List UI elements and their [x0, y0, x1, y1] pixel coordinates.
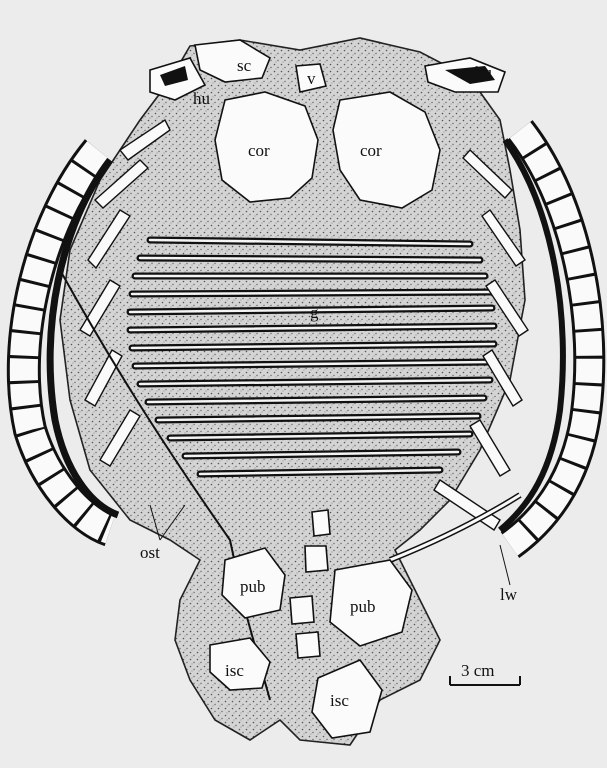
- label-ost: ost: [140, 543, 160, 562]
- label-isc-left: isc: [225, 661, 244, 680]
- label-lw: lw: [500, 585, 518, 604]
- label-hu-right: hu: [475, 63, 493, 82]
- label-cor-left: cor: [248, 141, 270, 160]
- scale-bar-label: 3 cm: [461, 661, 495, 680]
- label-sc: sc: [237, 56, 252, 75]
- label-hu-left: hu: [193, 89, 211, 108]
- label-g: g: [310, 303, 319, 322]
- label-pub-right: pub: [350, 597, 376, 616]
- label-v: v: [307, 69, 316, 88]
- label-cor-right: cor: [360, 141, 382, 160]
- label-pub-left: pub: [240, 577, 266, 596]
- label-isc-right: isc: [330, 691, 349, 710]
